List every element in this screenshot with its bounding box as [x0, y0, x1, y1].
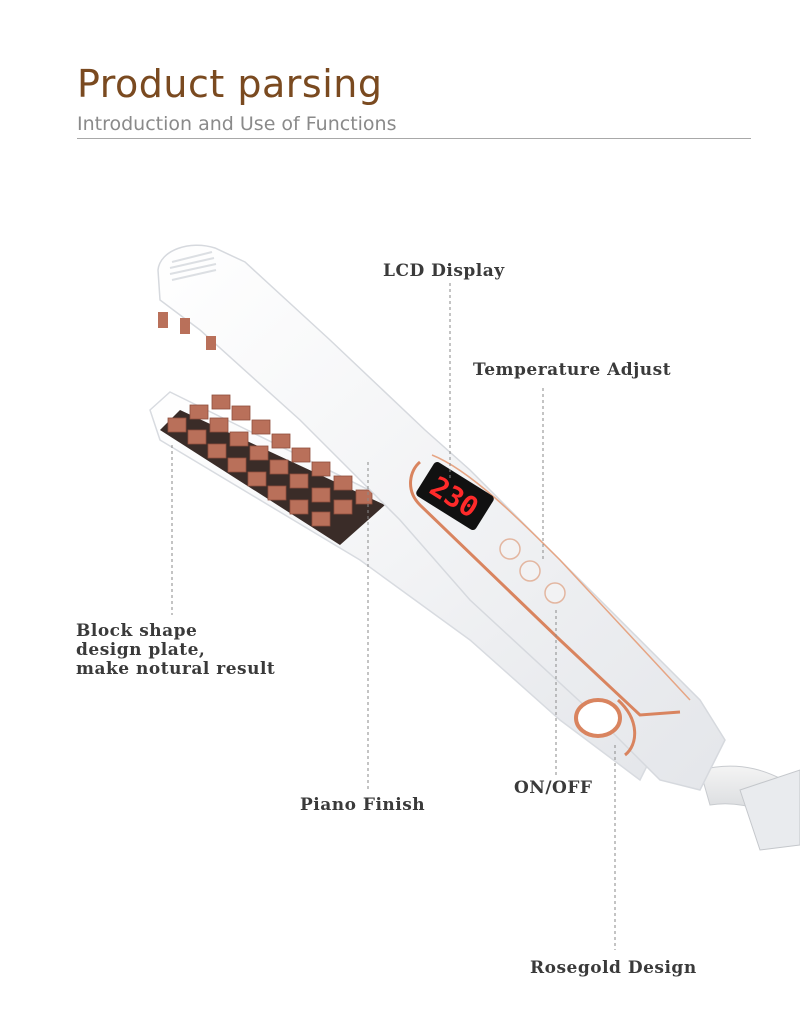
label-block-line1: Block shape [76, 621, 198, 641]
header-divider [77, 138, 751, 139]
upper-arm [157, 244, 726, 791]
page-title: Product parsing [77, 62, 383, 106]
label-piano-finish: Piano Finish [300, 795, 426, 815]
label-temperature-adjust: Temperature Adjust [473, 360, 672, 380]
power-button [574, 698, 622, 738]
label-lcd-display: LCD Display [383, 261, 505, 281]
vent-grille [169, 251, 217, 281]
page-subtitle: Introduction and Use of Functions [77, 113, 397, 135]
label-on-off: ON/OFF [514, 778, 593, 798]
rosegold-trim [409, 460, 681, 717]
label-block-line2: design plate, [76, 640, 206, 660]
temperature-buttons [499, 538, 566, 604]
label-rosegold-design: Rosegold Design [530, 958, 697, 978]
upper-plate-teeth [158, 312, 216, 350]
cord-plug [739, 769, 800, 851]
label-block-line3: make notural result [76, 659, 276, 679]
callout-lines [171, 283, 616, 950]
block-plate-teeth [167, 394, 373, 527]
lcd-display [416, 462, 494, 530]
